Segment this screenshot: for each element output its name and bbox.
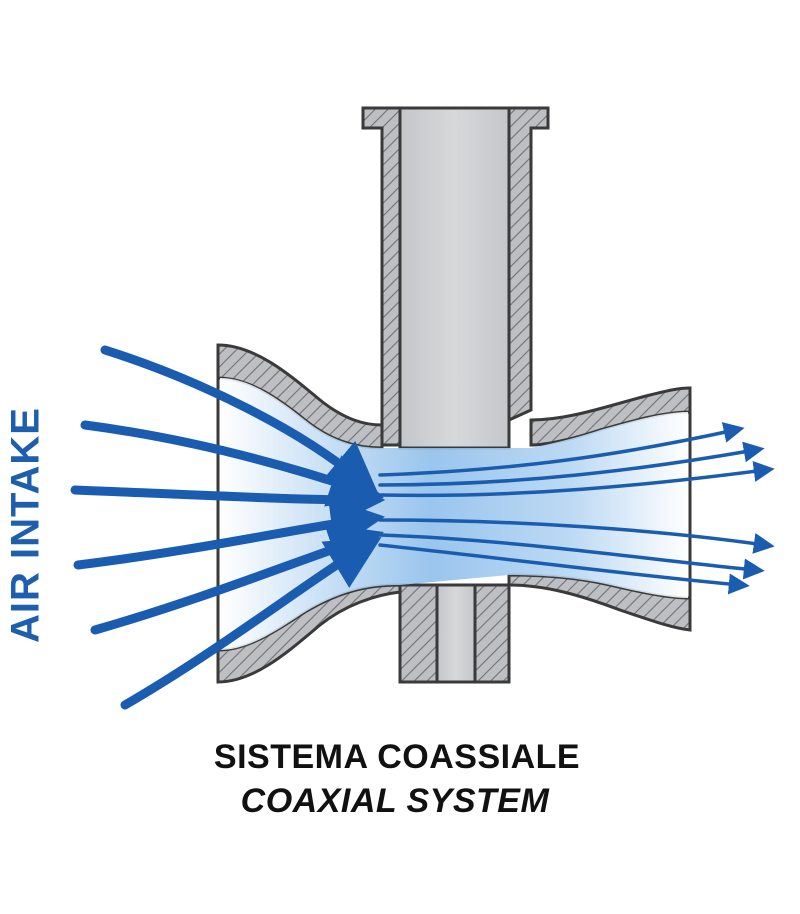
lower-tube-right — [473, 583, 511, 684]
outlet-arrow-6 — [378, 543, 750, 595]
inlet-arrow-6 — [120, 537, 382, 710]
lower-inner-tube — [435, 583, 477, 684]
airflow-arrows — [70, 345, 775, 710]
outlet-arrow-5 — [378, 533, 765, 580]
upper-flange-left — [361, 106, 402, 447]
upper-inner-tube — [398, 106, 511, 450]
upper-tube — [361, 106, 550, 450]
outlet-arrow-3 — [378, 461, 775, 498]
outlet-arrow-2 — [378, 441, 765, 487]
upper-flange-right — [507, 106, 550, 423]
caption-english: COAXIAL SYSTEM — [240, 782, 550, 820]
outlet-arrow-4 — [378, 518, 775, 554]
air-intake-label: AIR INTAKE — [3, 407, 48, 643]
outlet-arrow-1 — [378, 422, 745, 477]
lower-tube-left — [398, 583, 439, 684]
caption-italian: SISTEMA COASSIALE — [213, 738, 581, 776]
